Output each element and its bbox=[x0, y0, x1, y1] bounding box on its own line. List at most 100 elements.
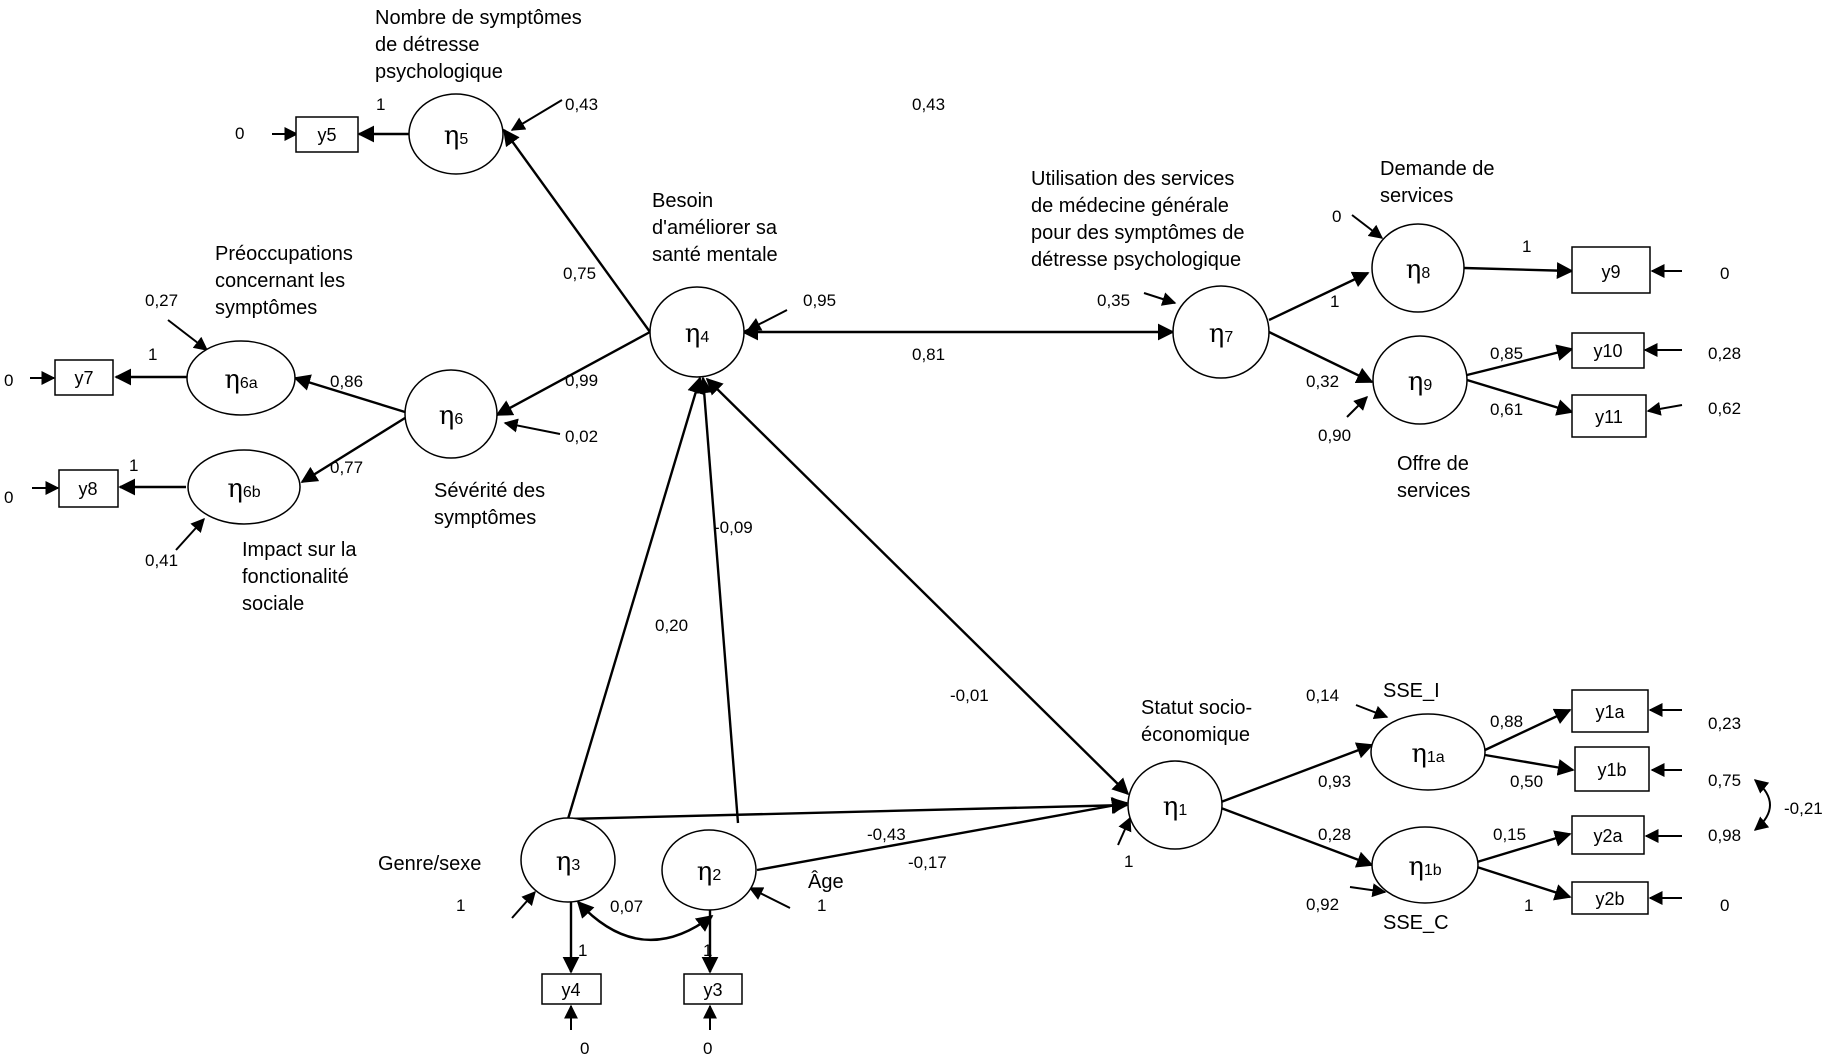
label-eta5: Nombre de symptômes de détresse psycholo… bbox=[375, 7, 587, 83]
svg-text:y1b: y1b bbox=[1597, 760, 1626, 780]
structural-paths bbox=[114, 125, 1575, 974]
coef-eta6-eta6a: 0,86 bbox=[330, 372, 363, 391]
err-label-eta5: 0,43 bbox=[565, 95, 598, 114]
svg-text:y4: y4 bbox=[561, 980, 580, 1000]
coef-eta6a-y7: 1 bbox=[148, 345, 157, 364]
box-y2a: y2a bbox=[1571, 815, 1645, 855]
err-eta6 bbox=[503, 418, 561, 435]
indicators: y5 y7 y8 y9 y10 y11 y1a y1b bbox=[54, 116, 1651, 1005]
err-y11 bbox=[1646, 401, 1683, 416]
path-eta7-eta9 bbox=[1268, 330, 1374, 384]
err-label-y3: 0 bbox=[703, 1039, 712, 1056]
box-y5: y5 bbox=[295, 116, 359, 153]
path-eta9-y11 bbox=[1466, 378, 1574, 416]
coef-eta3-y4: 1 bbox=[578, 941, 587, 960]
coef-eta6b-y8: 1 bbox=[129, 456, 138, 475]
coef-eta7-eta8: 1 bbox=[1330, 292, 1339, 311]
label-eta4: Besoin d'améliorer sa santé mentale bbox=[652, 190, 783, 266]
path-eta1-eta4 bbox=[705, 377, 1130, 796]
coef-eta2-y3: 1 bbox=[703, 941, 712, 960]
err-label-eta8: 0 bbox=[1332, 207, 1341, 226]
label-eta2: Âge bbox=[808, 870, 844, 893]
path-eta6-eta6a bbox=[293, 374, 406, 414]
box-y8: y8 bbox=[58, 469, 119, 508]
coef-eta8-y9: 1 bbox=[1522, 237, 1531, 256]
err-label-eta6: 0,02 bbox=[565, 427, 598, 446]
path-eta3-eta4 bbox=[566, 376, 704, 820]
node-eta1b: η1b bbox=[1371, 826, 1479, 904]
err-label-eta4: 0,95 bbox=[803, 291, 836, 310]
label-eta8: Demande de services bbox=[1380, 158, 1500, 207]
path-eta2-eta4 bbox=[695, 376, 740, 824]
err-label-y11: 0,62 bbox=[1708, 399, 1741, 418]
label-eta6a: Préoccupations concernant les symptômes bbox=[215, 243, 358, 319]
err-eta4 bbox=[746, 309, 788, 331]
err-label-eta9: 0,90 bbox=[1318, 426, 1351, 445]
svg-text:y7: y7 bbox=[74, 368, 93, 388]
svg-text:y2a: y2a bbox=[1593, 826, 1623, 846]
coef-eta4-eta5: 0,75 bbox=[563, 264, 596, 283]
err-label-y5: 0 bbox=[235, 124, 244, 143]
construct-labels: Nombre de symptômes de détresse psycholo… bbox=[215, 7, 1500, 934]
coef-eta3-eta1: -0,43 bbox=[867, 825, 906, 844]
path-eta2-eta1 bbox=[756, 797, 1129, 872]
svg-text:y11: y11 bbox=[1595, 407, 1623, 427]
path-eta6-eta6b bbox=[300, 416, 406, 484]
node-eta4: η4 bbox=[649, 286, 745, 378]
box-y11: y11 bbox=[1571, 394, 1647, 438]
svg-text:η7: η7 bbox=[1209, 319, 1234, 349]
err-label-y8: 0 bbox=[4, 488, 13, 507]
err-label-eta6b: 0,41 bbox=[145, 551, 178, 570]
node-eta5: η5 bbox=[408, 93, 504, 175]
path-eta3-eta1 bbox=[567, 796, 1129, 821]
node-eta7: η7 bbox=[1172, 285, 1270, 379]
err-label-eta1b: 0,92 bbox=[1306, 895, 1339, 914]
err-label-y4: 0 bbox=[580, 1039, 589, 1056]
node-eta6: η6 bbox=[404, 369, 498, 459]
path-eta8-y9 bbox=[1463, 262, 1574, 279]
coef-eta2-eta1: -0,17 bbox=[908, 853, 947, 872]
label-eta1: Statut socio- économique bbox=[1141, 697, 1258, 746]
err-eta5 bbox=[510, 99, 563, 131]
node-eta1: η1 bbox=[1127, 760, 1223, 850]
coef-eta4-eta7: 0,81 bbox=[912, 345, 945, 364]
err-label-y10: 0,28 bbox=[1708, 344, 1741, 363]
coef-eta1a-y1a: 0,88 bbox=[1490, 712, 1523, 731]
err-label-eta3: 1 bbox=[456, 896, 465, 915]
svg-text:η1b: η1b bbox=[1408, 852, 1441, 882]
label-eta6: Sévérité des symptômes bbox=[434, 480, 551, 529]
label-eta1b: SSE_C bbox=[1383, 912, 1449, 934]
coef-eta7-eta9: 0,32 bbox=[1306, 372, 1339, 391]
box-y4: y4 bbox=[541, 973, 602, 1005]
box-y10: y10 bbox=[1571, 332, 1645, 369]
err-label-eta2: 1 bbox=[817, 896, 826, 915]
svg-text:y2b: y2b bbox=[1595, 889, 1624, 909]
coef-eta1-eta4: -0,01 bbox=[950, 686, 989, 705]
coef-eta1-eta1b: 0,28 bbox=[1318, 825, 1351, 844]
err-eta2 bbox=[748, 887, 791, 909]
err-eta1a bbox=[1355, 704, 1389, 719]
box-y9: y9 bbox=[1571, 246, 1651, 294]
err-label-y2b: 0 bbox=[1720, 896, 1729, 915]
svg-text:η6: η6 bbox=[439, 401, 464, 431]
coef-eta2-eta4: -0,09 bbox=[714, 518, 753, 537]
err-label-eta1: 1 bbox=[1124, 852, 1133, 871]
svg-text:η6b: η6b bbox=[227, 474, 260, 504]
svg-text:y1a: y1a bbox=[1595, 702, 1625, 722]
node-eta6a: η6a bbox=[186, 340, 296, 416]
node-eta3: η3 bbox=[520, 817, 616, 903]
err-eta6b bbox=[175, 517, 205, 551]
node-eta2: η2 bbox=[661, 829, 757, 911]
box-y2b: y2b bbox=[1571, 881, 1649, 915]
coef-eta9-y10: 0,85 bbox=[1490, 344, 1523, 363]
coef-cov-eta3-eta2: 0,07 bbox=[610, 897, 643, 916]
path-eta1b-y2a bbox=[1476, 830, 1572, 864]
coef-eta1b-y2a: 0,15 bbox=[1493, 825, 1526, 844]
err-label-eta6a: 0,27 bbox=[145, 291, 178, 310]
svg-text:η3: η3 bbox=[556, 847, 581, 877]
path-eta4-eta5 bbox=[503, 128, 651, 333]
err-label-eta7: 0,35 bbox=[1097, 291, 1130, 310]
coef-eta3-eta4: 0,20 bbox=[655, 616, 688, 635]
svg-text:η1a: η1a bbox=[1411, 739, 1444, 769]
